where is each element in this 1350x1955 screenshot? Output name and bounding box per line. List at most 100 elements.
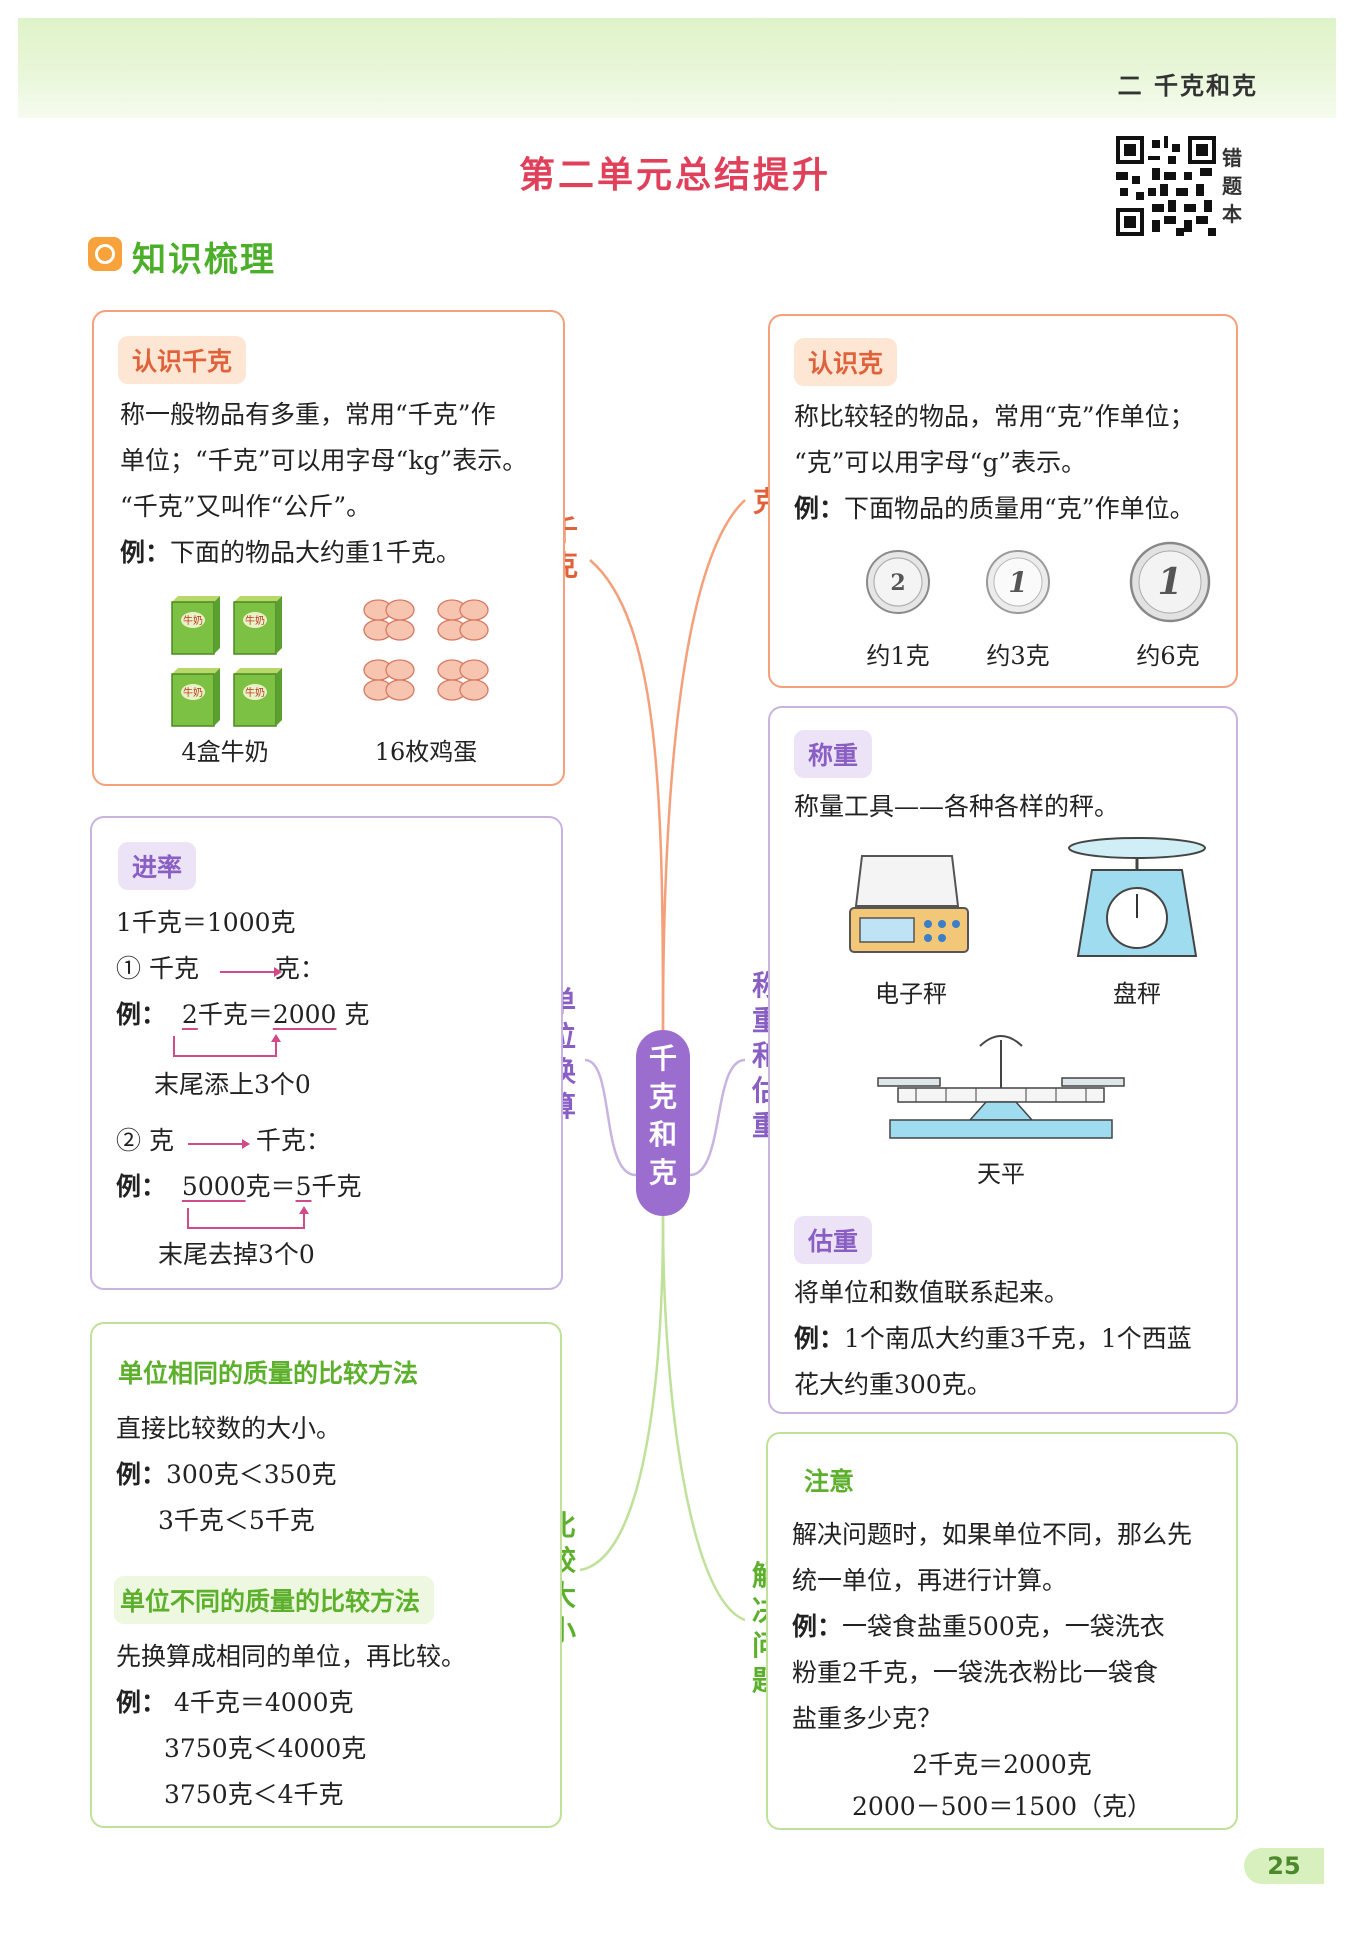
card-renshi-qianke: 认识千克 称一般物品有多重，常用“千克”作 单位；“千克”可以用字母“kg”表示… [92,310,565,786]
bijiao-line-1: 直接比较数的大小。 [116,1414,342,1443]
bijiao-example-2: 例： 4千克＝4000克 [116,1680,354,1726]
value-underlined: 2 [181,1000,198,1029]
balance-scale-icon [877,1035,1125,1139]
arrow-right-icon [220,967,282,977]
bijiao-line-2: 先换算成相同的单位，再比较。 [116,1642,467,1671]
example-prefix: 例： [116,1172,167,1201]
zhuyi-solution: 2千克＝2000克 [912,1750,1092,1779]
tag-zhuyi: 注意 [804,1467,855,1496]
ke-example: 例：下面物品的质量用“克”作单位。 [794,486,1195,532]
qr-label: 错 题 本 [1222,144,1248,228]
zhuyi-example: 例：一袋食盐重500克，一袋洗衣 [792,1604,1165,1650]
example-prefix: 例： [116,1688,167,1717]
unit-text: 克＝ [245,1172,296,1201]
guzhong-example: 例：1个南瓜大约重3千克，1个西蓝 [794,1316,1192,1362]
zhuyi-solution: 2000－500＝1500（克） [852,1792,1152,1821]
card-bijiao: 单位相同的质量的比较方法 直接比较数的大小。 例：300克＜350克 3千克＜5… [90,1322,562,1828]
zhuyi-example-cont: 盐重多少克？ [792,1704,943,1733]
tag-renshi-ke: 认识克 [794,338,898,386]
caption-dial-scale: 盘秤 [1113,980,1161,1008]
page-number: 25 [1244,1848,1324,1884]
qianke-example: 例：下面的物品大约重1千克。 [120,530,461,576]
chengzhong-line: 称量工具——各种各样的秤。 [794,792,1120,821]
caption-coin: 约3克 [986,642,1050,670]
section-label: 二 千克和克 [1117,72,1258,100]
value-underlined: 5000 [181,1172,246,1201]
dial-scale-icon [1068,837,1206,957]
rule-to: 克： [274,954,325,983]
card-jinlv: 进率 1千克＝1000克 ① 千克 克： 例： 2千克＝2000 克 末尾添上3… [90,816,563,1290]
qr-label-char: 本 [1222,202,1242,226]
caption-electronic-scale: 电子秤 [875,980,947,1008]
bijiao-example-2c: 3750克＜4千克 [164,1780,344,1809]
qianke-line: 单位；“千克”可以用字母“kg”表示。 [120,446,528,475]
caption-balance: 天平 [977,1160,1025,1188]
tag-chengzhong: 称重 [794,730,873,778]
zhuyi-example-cont: 粉重2千克，一袋洗衣粉比一袋食 [792,1658,1158,1687]
jinlv-note-2: 末尾去掉3个0 [158,1240,315,1269]
zhuyi-line: 统一单位，再进行计算。 [792,1566,1068,1595]
value-underlined: 5 [295,1172,312,1201]
conversion-bracket [173,1034,281,1057]
tag-jinlv: 进率 [118,842,197,890]
eggs-illustration [363,599,489,701]
center-char: 克 [648,1156,677,1189]
example-text: 下面的物品大约重1千克。 [170,538,461,567]
caption-coin: 约1克 [866,642,930,670]
caption-eggs: 16枚鸡蛋 [374,738,478,766]
electronic-scale-icon [849,855,969,953]
guzhong-example-cont: 花大约重300克。 [794,1370,992,1399]
coin-value: 1 [1157,561,1182,603]
qr-label-char: 错 [1222,146,1242,170]
zhuyi-line: 解决问题时，如果单位不同，那么先 [792,1520,1193,1549]
qr-code-icon[interactable] [1116,136,1216,236]
example-text: 下面物品的质量用“克”作单位。 [844,494,1195,523]
rule-from: ② 克 [116,1126,174,1155]
rule-from: ① 千克 [116,954,199,983]
card-renshi-ke: 认识克 称比较轻的物品，常用“克”作单位； “克”可以用字母“g”表示。 例：下… [768,314,1238,688]
example-prefix: 例： [794,494,845,523]
guzhong-line: 将单位和数值联系起来。 [794,1278,1070,1307]
bijiao-example-2b: 3750克＜4000克 [164,1734,367,1763]
example-text: 1个南瓜大约重3千克，1个西蓝 [844,1324,1192,1353]
card-zhuyi: 注意 解决问题时，如果单位不同，那么先 统一单位，再进行计算。 例：一袋食盐重5… [766,1432,1238,1830]
example-text: 300克＜350克 [166,1460,337,1489]
jinlv-rule-1: ① 千克 克： [116,946,325,992]
milk-label: 牛奶 [183,614,203,627]
example-text: 一袋食盐重500克，一袋洗衣 [842,1612,1165,1641]
center-char: 千 [648,1042,677,1075]
caption-coin: 约6克 [1136,642,1200,670]
qianke-line: 称一般物品有多重，常用“千克”作 [120,400,496,429]
conversion-bracket [187,1206,309,1229]
rule-to: 千克： [255,1126,331,1155]
tag-same-unit: 单位相同的质量的比较方法 [118,1359,419,1388]
coin-icon: 2 [866,550,930,614]
jinlv-rule-2: ② 克 千克： [116,1118,331,1164]
ke-line: “克”可以用字母“g”表示。 [794,448,1087,477]
milk-box: 牛奶 [171,596,220,655]
example-text: 4千克＝4000克 [173,1688,354,1717]
mindmap-center: 千 克 和 克 [636,1030,690,1216]
example-prefix: 例： [794,1324,845,1353]
example-prefix: 例： [116,1460,167,1489]
coin-icon: 1 [986,550,1050,614]
page-title: 第二单元总结提升 [518,155,831,196]
ke-line: 称比较轻的物品，常用“克”作单位； [794,402,1195,431]
milk-label: 牛奶 [183,686,203,699]
example-prefix: 例： [120,538,171,567]
jinlv-example-2: 例： 5000克＝5千克 [116,1164,361,1210]
unit-text: 克 [344,1000,370,1029]
milk-boxes-illustration: 牛奶 牛奶 牛奶 牛奶 [171,596,282,727]
jinlv-example-1: 例： 2千克＝2000 克 [116,992,369,1038]
example-prefix: 例： [116,1000,167,1029]
coin-value: 2 [890,570,905,596]
coin-icon: 1 [1129,541,1211,623]
milk-label: 牛奶 [245,686,265,699]
bijiao-example-1: 例：300克＜350克 [116,1452,336,1498]
knowledge-title: 知识梳理 [132,240,276,280]
jinlv-formula: 1千克＝1000克 [116,908,296,937]
caption-milk: 4盒牛奶 [181,738,269,766]
card-chengzhong: 称重 称量工具——各种各样的秤。 电子秤 盘秤 天平 估重 将单位和数值联系起来… [768,706,1238,1414]
example-prefix: 例： [792,1612,843,1641]
value-underlined: 2000 [272,1000,337,1029]
